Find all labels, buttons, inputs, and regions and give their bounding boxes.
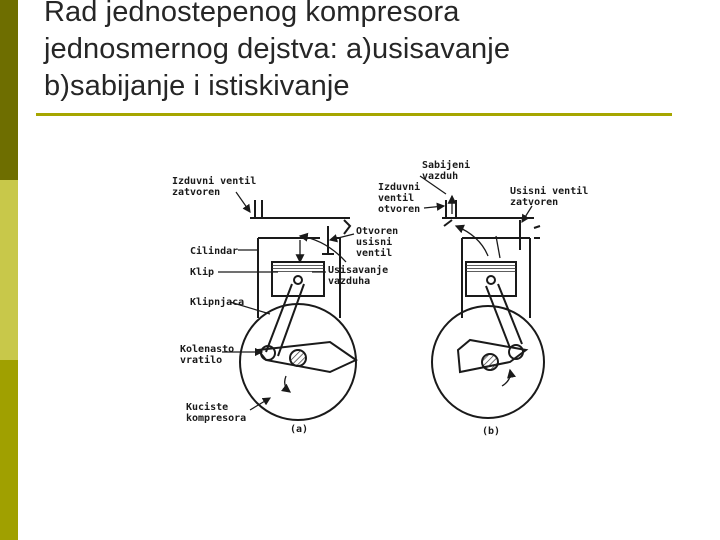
slide-title: Rad jednostepenog kompresora jednosmerno… [44,0,684,105]
label-intake-open-3: ventil [356,247,392,259]
label-intake-open-2: usisni [356,236,392,248]
label-air-intake-2: vazduha [328,276,370,287]
label-housing-1: Kuciste [186,401,228,413]
label-exhaust-open-1: Izduvni [378,181,420,193]
title-underline [36,113,672,116]
label-air-intake-1: Usisavanje [328,264,388,276]
cylinder-walls-b [461,238,531,318]
connecting-rod-b [485,283,523,349]
label-housing-2: kompresora [186,413,246,424]
cylinder-head-a [250,217,350,239]
label-crankshaft-1: Kolenasto [180,344,234,355]
label-crankshaft-2: vratilo [180,354,222,366]
cylinder-walls-a [257,238,341,318]
crank-b [456,338,529,374]
title-line-1: Rad jednostepenog kompresora [44,0,460,28]
label-exhaust-closed-1: Izduvni ventil [172,175,256,187]
label-piston: Klip [190,266,214,278]
label-cylinder: Cilindar [190,245,238,257]
title-line-3: b)sabijanje i istiskivanje [44,70,350,102]
intake-valve-a [322,219,352,255]
housing-a [239,303,357,421]
title-line-2: jednosmernog dejstva: a)usisavanje [44,33,511,65]
label-exhaust-open-2: ventil [378,192,414,204]
label-intake-closed-1: Usisni ventil [510,185,588,197]
caption-a: (a) [290,424,308,435]
compressor-a [239,200,359,421]
label-intake-closed-2: zatvoren [510,197,558,208]
sidebar-band-top [0,0,18,180]
label-compressed-air-2: vazduh [422,171,458,182]
label-intake-open-1: Otvoren [356,226,398,237]
exhaust-valve-b [443,200,457,227]
intake-valve-b [519,220,541,250]
compressor-b [431,194,545,419]
label-exhaust-open-3: otvoren [378,204,420,215]
piston-b [465,261,517,297]
label-compressed-air-1: Sabijeni [422,159,470,171]
housing-b [431,305,545,419]
sidebar-band-middle [0,180,18,360]
label-connecting-rod: Klipnjaca [190,296,244,308]
connecting-rod-a [265,283,305,357]
caption-b: (b) [482,426,500,437]
sidebar-band-bottom [0,360,18,540]
label-exhaust-closed-2: zatvoren [172,187,220,198]
exhaust-valve-a [254,200,263,218]
